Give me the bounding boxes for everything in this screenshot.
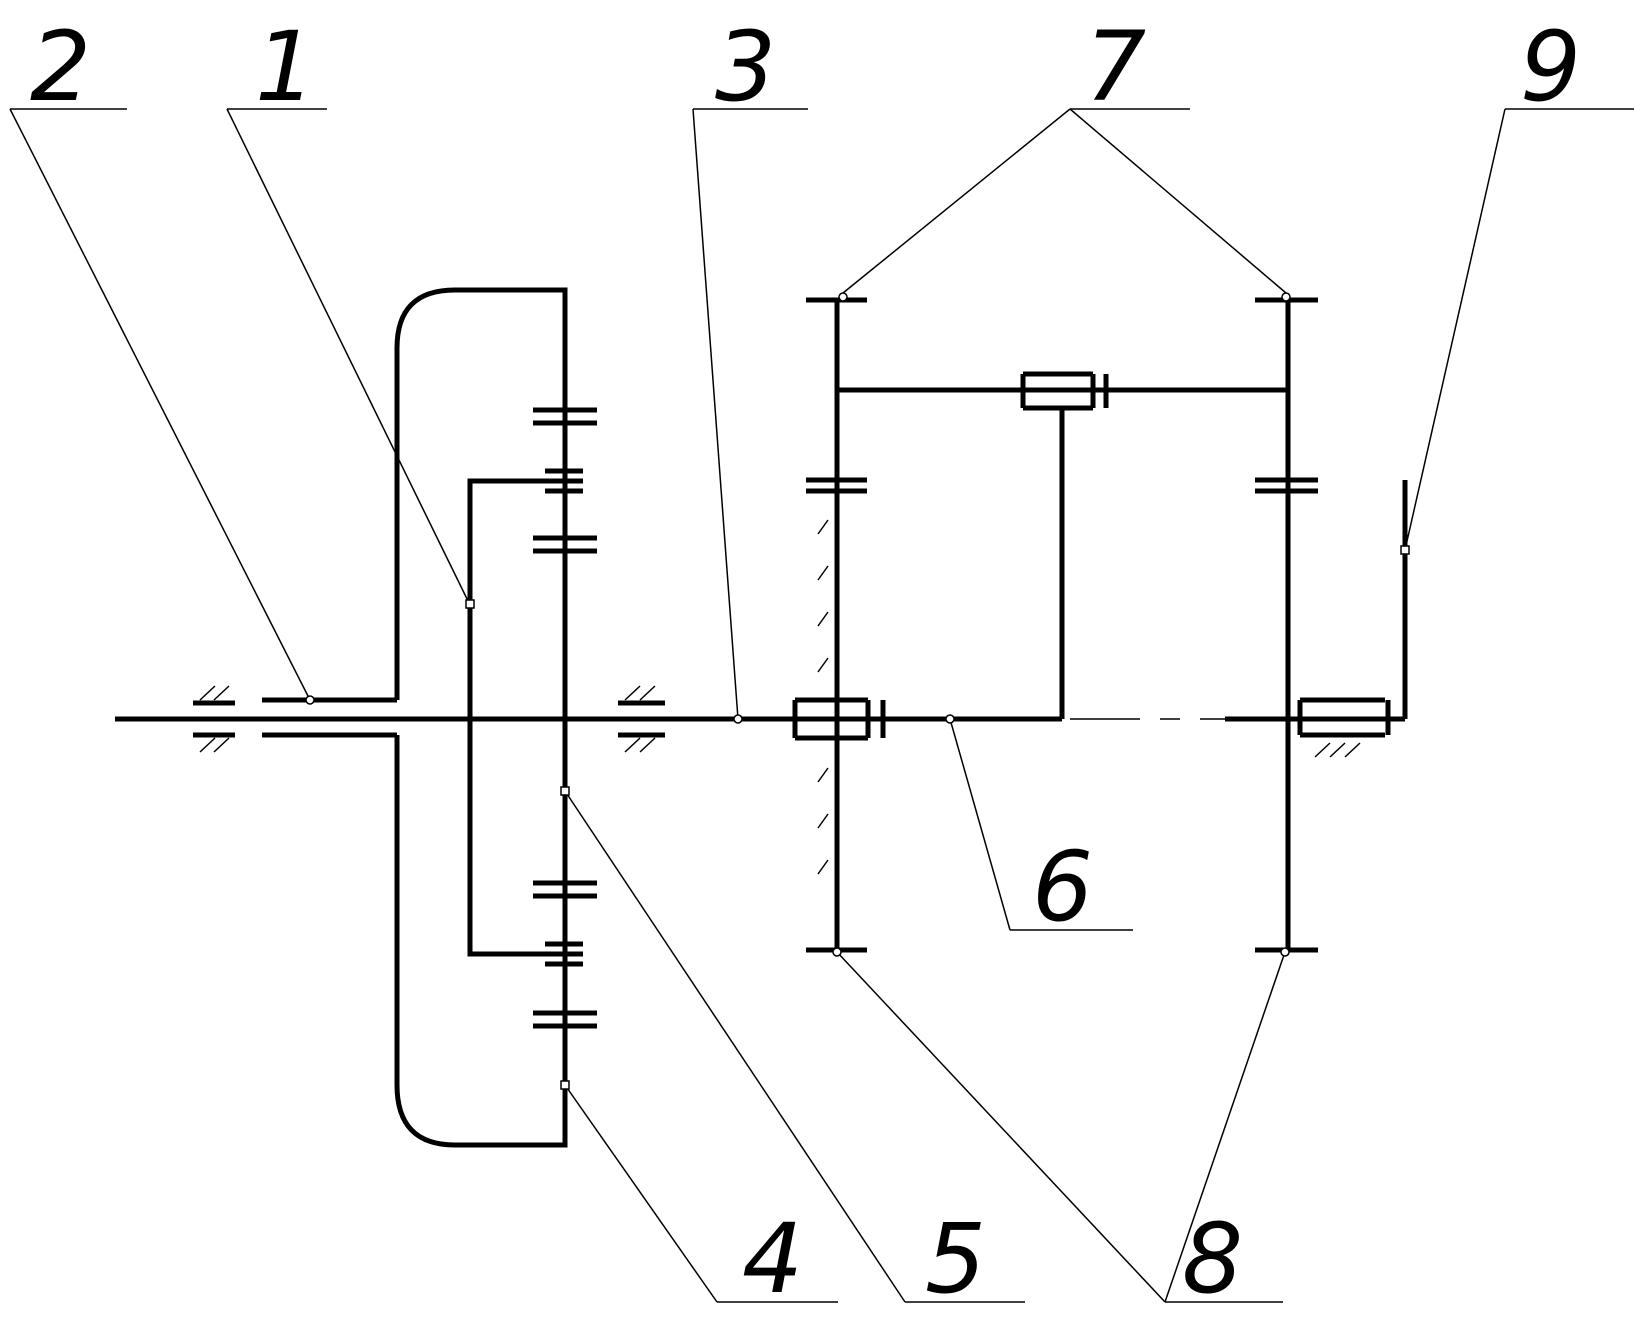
label-2: 2 <box>30 11 91 123</box>
leader-lines <box>9 108 1634 1303</box>
leader-markers <box>305 292 1410 1090</box>
left-bearing <box>193 685 235 753</box>
labels: 2 1 3 7 9 6 4 5 8 <box>30 11 1581 1315</box>
label-6: 6 <box>1032 831 1093 943</box>
converter-housing <box>262 287 568 1148</box>
shaft-coupling <box>792 697 886 741</box>
middle-bearing <box>618 685 665 753</box>
left-ring-gear <box>806 297 867 953</box>
right-ring-gear <box>1255 297 1318 953</box>
label-7: 7 <box>1085 11 1146 123</box>
label-9: 9 <box>1520 11 1581 123</box>
right-output <box>1225 480 1408 758</box>
label-5: 5 <box>925 1203 986 1315</box>
carrier-link <box>837 371 1288 719</box>
gear-teeth-upper <box>533 407 597 554</box>
label-8: 8 <box>1182 1203 1243 1315</box>
gear-teeth-lower <box>533 880 597 1029</box>
fixed-hatch <box>817 519 829 875</box>
label-4: 4 <box>742 1203 803 1315</box>
label-1: 1 <box>255 11 316 123</box>
label-3: 3 <box>715 11 776 123</box>
